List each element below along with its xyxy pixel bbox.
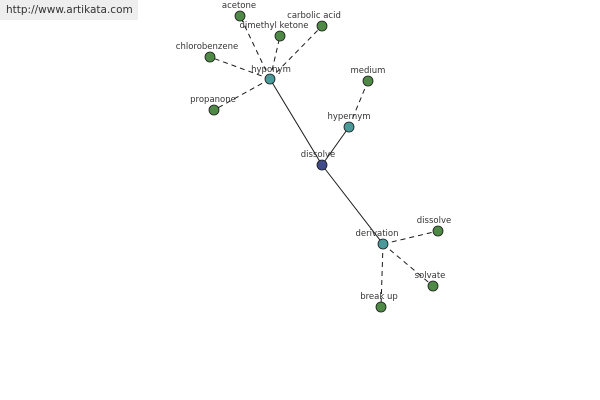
label-acetone[interactable]: acetone [222, 1, 256, 11]
node-dissolve-word[interactable] [432, 225, 444, 237]
node-dimethyl-ketone[interactable] [274, 30, 286, 42]
node-propanone[interactable] [208, 104, 220, 116]
edge-hyponym-to-dimethyl-ketone [269, 35, 281, 80]
node-hypernym[interactable] [343, 121, 355, 133]
edge-derivation-to-break-up [380, 243, 384, 308]
label-hyponym[interactable]: hyponym [251, 65, 291, 75]
node-chlorobenzene[interactable] [204, 51, 216, 63]
label-dimethyl-ketone[interactable]: dimethyl ketone [239, 21, 308, 31]
site-url-link[interactable]: http://www.artikata.com [0, 0, 138, 20]
label-derivation[interactable]: derivation [355, 229, 398, 239]
label-chlorobenzene[interactable]: chlorobenzene [176, 42, 238, 52]
label-dissolve-center[interactable]: dissolve [301, 150, 335, 160]
label-solvate[interactable]: solvate [415, 271, 446, 281]
edge-dissolve-center-to-hypernym [321, 126, 350, 166]
edge-derivation-to-solvate [382, 243, 434, 287]
label-carbolic-acid[interactable]: carbolic acid [287, 11, 341, 21]
graph-labels: dissolve hyponym hypernym derivation acetone… [176, 1, 451, 302]
edge-hyponym-to-chlorobenzene [209, 56, 271, 80]
node-break-up[interactable] [375, 301, 387, 313]
edge-dissolve-center-to-hyponym [269, 78, 323, 166]
label-propanone[interactable]: propanone [190, 95, 236, 105]
node-solvate[interactable] [427, 280, 439, 292]
node-hyponym[interactable] [264, 73, 276, 85]
node-derivation[interactable] [377, 238, 389, 250]
graph-nodes [204, 10, 444, 313]
label-hypernym[interactable]: hypernym [327, 112, 370, 122]
label-medium[interactable]: medium [351, 66, 386, 76]
label-break-up[interactable]: break up [360, 292, 398, 302]
node-medium[interactable] [362, 75, 374, 87]
edge-derivation-to-dissolve-word [382, 230, 439, 245]
graph-edges [209, 15, 439, 308]
node-dissolve-center[interactable] [316, 159, 328, 171]
edge-dissolve-center-to-derivation [321, 164, 384, 245]
label-dissolve-word[interactable]: dissolve [417, 216, 451, 226]
edge-hyponym-to-acetone [239, 15, 271, 80]
node-carbolic-acid[interactable] [316, 20, 328, 32]
edge-hyponym-to-propanone [213, 78, 271, 111]
edge-hyponym-to-carbolic-acid [269, 25, 323, 80]
node-acetone[interactable] [234, 10, 246, 22]
